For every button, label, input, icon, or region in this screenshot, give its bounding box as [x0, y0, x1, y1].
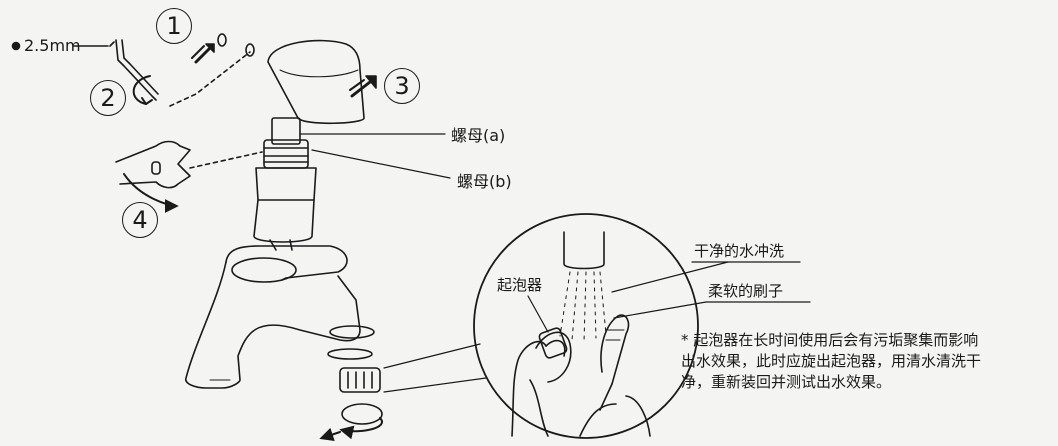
brush-leader: [613, 301, 707, 319]
rotate-arc-icon: [132, 75, 151, 105]
note-line-3: 净，重新装回并测试出水效果。: [681, 373, 892, 391]
brush-label: 柔软的刷子: [708, 282, 784, 300]
maintenance-note: * 起泡器在长时间使用后会有污垢聚集而影响 出水效果，此时应旋出起泡器，用清水清…: [681, 330, 1058, 393]
step-2-badge: 2: [90, 80, 126, 116]
hand-with-brush-icon: [579, 314, 651, 437]
step-1-arrow-icon: [191, 43, 215, 64]
aerator-leader: [527, 295, 549, 333]
wrench-icon: [115, 140, 191, 189]
hand-with-aerator-icon: [511, 327, 572, 437]
water-stream-icon: [559, 271, 607, 343]
aerator-label: 起泡器: [497, 276, 543, 294]
faucet-icon: [185, 245, 361, 389]
callout-line-top: [383, 343, 481, 369]
note-line-1: * 起泡器在长时间使用后会有污垢聚集而影响: [681, 331, 979, 349]
step-3-arrow-icon: [349, 75, 377, 98]
hex-size-label: 2.5mm: [24, 36, 81, 55]
rotate-arc-aerator-icon: [339, 417, 383, 440]
cartridge-icon: [253, 117, 317, 251]
rotate-arc-step4-icon: [123, 173, 179, 213]
step-4-badge: 4: [122, 202, 158, 238]
step-1-badge: 1: [156, 8, 192, 44]
nut-a-label: 螺母(a): [451, 126, 506, 145]
nozzle-icon: [563, 231, 605, 270]
aerator-parts-icon: [327, 325, 383, 425]
set-screw-icon: [217, 33, 255, 57]
hex-key-icon: [11, 39, 159, 101]
nut-b-label: 螺母(b): [457, 172, 512, 191]
rinse-leader: [611, 261, 729, 293]
note-line-2: 出水效果，此时应旋出起泡器，用清水清洗干: [681, 352, 982, 370]
screw-dashed-path: [169, 51, 251, 107]
nut-b-leader: [311, 149, 451, 179]
wrench-dashed-line: [189, 151, 263, 169]
callout-line-bottom: [383, 377, 487, 393]
step-3-badge: 3: [384, 68, 420, 104]
magnifier-circle: [473, 213, 699, 439]
handle-cap-icon: [267, 39, 365, 125]
rinse-label: 干净的水冲洗: [694, 242, 785, 260]
